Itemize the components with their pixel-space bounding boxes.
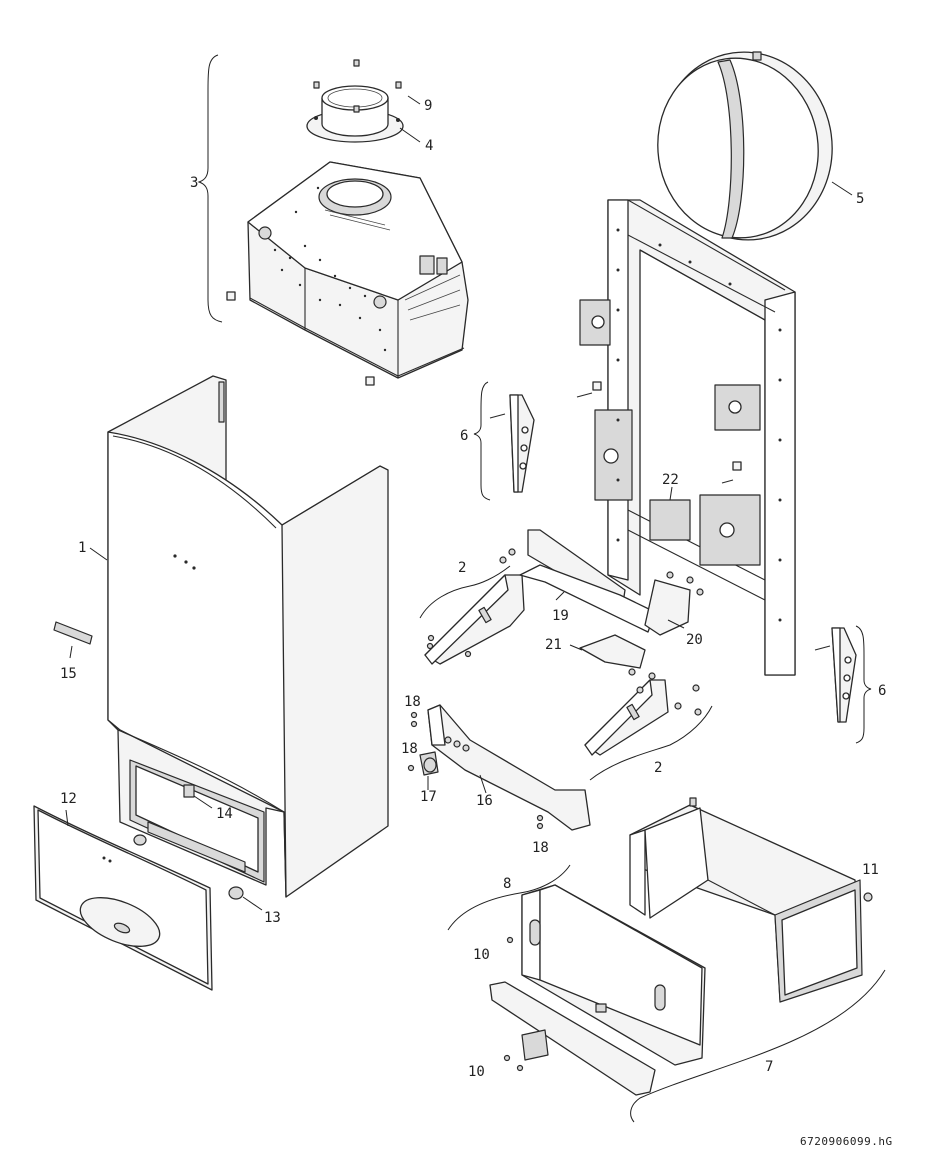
label-8: 8 bbox=[503, 876, 511, 892]
label-17: 17 bbox=[420, 789, 437, 805]
label-10-lower: 10 bbox=[468, 1064, 485, 1080]
label-19: 19 bbox=[552, 608, 569, 624]
side-clip-right bbox=[814, 625, 872, 744]
side-clip-left bbox=[473, 381, 535, 501]
screws-part-9 bbox=[313, 59, 402, 113]
label-21: 21 bbox=[545, 637, 562, 653]
label-20: 20 bbox=[686, 632, 703, 648]
label-2-lower: 2 bbox=[654, 760, 662, 776]
label-10-upper: 10 bbox=[473, 947, 490, 963]
flue-hood-assembly bbox=[197, 54, 469, 386]
part-13-grommet bbox=[133, 834, 263, 911]
label-11: 11 bbox=[862, 862, 879, 878]
label-7: 7 bbox=[765, 1059, 773, 1075]
lower-housing bbox=[447, 797, 886, 1123]
bracket-part-7 bbox=[630, 969, 886, 1123]
drawing-code: 6720906099.hG bbox=[800, 1135, 893, 1148]
leader-lines bbox=[89, 95, 853, 561]
label-12: 12 bbox=[60, 791, 77, 807]
label-18-mid: 18 bbox=[401, 741, 418, 757]
part-14-clip bbox=[183, 784, 213, 809]
label-6-left: 6 bbox=[460, 428, 468, 444]
part-15-badge bbox=[53, 621, 93, 659]
label-14: 14 bbox=[216, 806, 233, 822]
mounting-brackets-lower bbox=[584, 672, 713, 781]
bracket-part-2-lower bbox=[589, 705, 713, 781]
flue-adaptor bbox=[306, 85, 404, 143]
label-18-bottom: 18 bbox=[532, 840, 549, 856]
mounting-brackets-upper bbox=[419, 486, 704, 676]
bracket-part-8 bbox=[447, 864, 571, 931]
label-9: 9 bbox=[424, 98, 432, 114]
lower-front-cover bbox=[33, 805, 213, 991]
frame-holes bbox=[616, 228, 782, 622]
screws-part-18 bbox=[407, 711, 544, 830]
label-6-right: 6 bbox=[878, 683, 886, 699]
label-16: 16 bbox=[476, 793, 493, 809]
bracket-part-2-upper bbox=[419, 565, 511, 619]
bracket-part-6-right bbox=[855, 625, 872, 744]
label-5: 5 bbox=[856, 191, 864, 207]
expansion-vessel bbox=[657, 51, 833, 241]
bracket-part-6-left bbox=[473, 381, 491, 501]
bracket-part-3 bbox=[197, 54, 223, 323]
label-15: 15 bbox=[60, 666, 77, 682]
hood-perforations bbox=[273, 186, 387, 352]
label-2-upper: 2 bbox=[458, 560, 466, 576]
label-22: 22 bbox=[662, 472, 679, 488]
cross-rail-assembly bbox=[407, 704, 591, 831]
label-3: 3 bbox=[190, 175, 198, 191]
boiler-chassis-frame bbox=[576, 199, 796, 676]
label-18-top: 18 bbox=[404, 694, 421, 710]
label-4: 4 bbox=[425, 138, 433, 154]
front-casing bbox=[107, 375, 389, 898]
label-13: 13 bbox=[264, 910, 281, 926]
label-1: 1 bbox=[78, 540, 86, 556]
callout-labels: 1 2 2 3 4 5 6 6 7 8 9 10 10 11 12 13 14 … bbox=[60, 98, 886, 1080]
